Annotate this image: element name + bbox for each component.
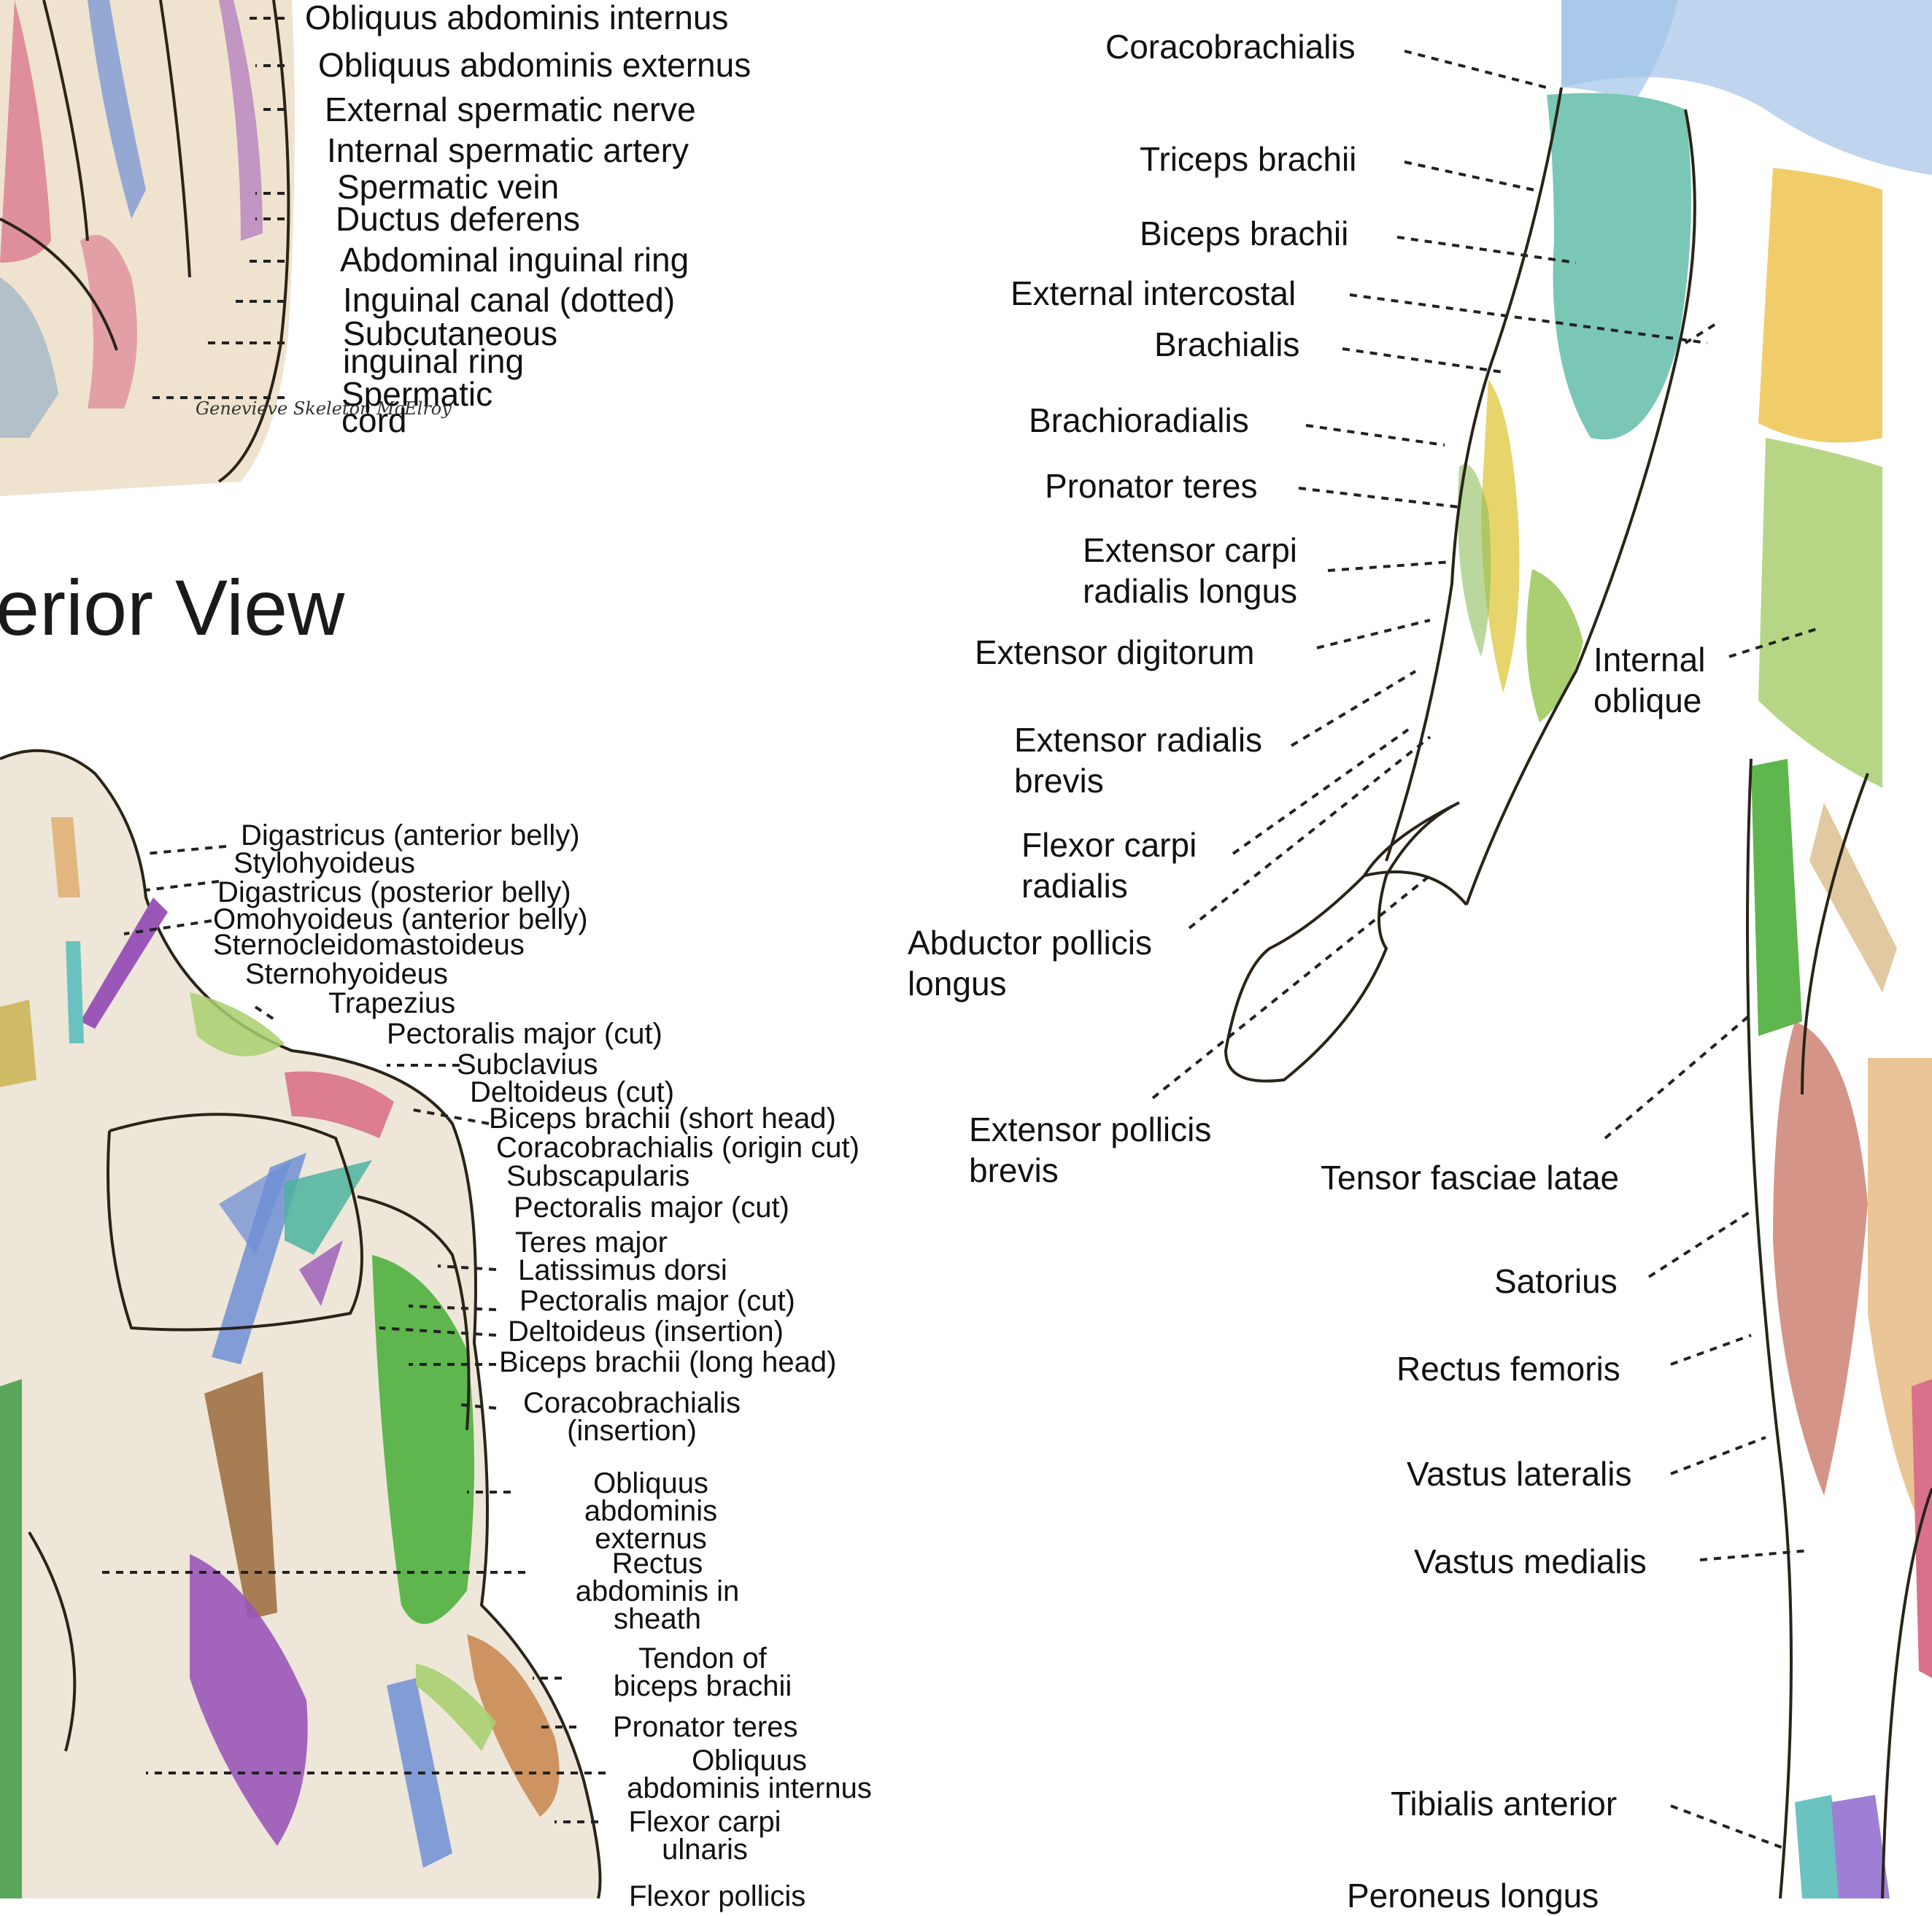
signature: Genevieve Skeleton McElroy: [196, 398, 452, 419]
label-coracobrachialis-insertion: Coracobrachialis (insertion): [523, 1387, 741, 1447]
label-pronator-teres-left: Pronator teres: [613, 1711, 798, 1743]
label-trapezius: Trapezius: [328, 987, 456, 1019]
label-extensor-radialis-brevis: Extensor radialis brevis: [1014, 721, 1263, 800]
label-rectus-abdominis: Rectus abdominis in sheath: [575, 1548, 740, 1635]
label-omohyoideus: Omohyoideus (anterior belly): [213, 903, 588, 935]
label-abductor-pollicis-longus: Abductor pollicis longus: [908, 924, 1152, 1003]
label-flexor-carpi-radialis: Flexor carpi radialis: [1021, 826, 1197, 905]
label-tensor-fasciae-latae: Tensor fasciae latae: [1321, 1159, 1620, 1197]
label-biceps-brachii: Biceps brachii: [1140, 215, 1349, 252]
label-latissimus-dorsi: Latissimus dorsi: [518, 1254, 727, 1286]
label-obliquus-internus-2: Obliquus abdominis internus: [627, 1745, 872, 1804]
label-spermatic-vein: Spermatic vein: [337, 168, 560, 206]
label-pectoralis-major-cut-2: Pectoralis major (cut): [514, 1191, 789, 1224]
label-inguinal-canal: Inguinal canal (dotted): [343, 281, 676, 319]
label-digastricus-anterior: Digastricus (anterior belly): [241, 819, 580, 851]
label-coracobrachialis: Coracobrachialis: [1105, 28, 1356, 66]
label-coracobrachialis-origin: Coracobrachialis (origin cut): [496, 1132, 859, 1164]
label-tibialis-anterior: Tibialis anterior: [1391, 1785, 1618, 1823]
page-title: erior View: [0, 563, 345, 652]
label-ductus-deferens: Ductus deferens: [336, 200, 580, 238]
groin-illustration: [0, 0, 295, 496]
label-deltoideus-insertion: Deltoideus (insertion): [508, 1316, 784, 1348]
label-subscapularis: Subscapularis: [506, 1160, 690, 1192]
label-extensor-pollicis-brevis: Extensor pollicis brevis: [969, 1110, 1212, 1189]
label-tendon-biceps: Tendon of biceps brachii: [613, 1642, 792, 1702]
label-subcutaneous-inguinal-ring: Subcutaneous inguinal ring: [343, 314, 558, 380]
label-spermatic-cord: Spermatic cord: [341, 375, 493, 439]
right-figure-illustration: [1224, 0, 1932, 1898]
label-abdominal-inguinal-ring: Abdominal inguinal ring: [340, 241, 689, 279]
label-internal-oblique: Internal oblique: [1593, 641, 1706, 719]
label-biceps-long-head: Biceps brachii (long head): [499, 1346, 837, 1378]
label-internal-spermatic-artery: Internal spermatic artery: [327, 131, 689, 169]
label-brachioradialis: Brachioradialis: [1029, 401, 1249, 439]
label-flexor-pollicis: Flexor pollicis: [629, 1880, 806, 1912]
label-rectus-femoris: Rectus femoris: [1396, 1350, 1620, 1388]
label-external-intercostal: External intercostal: [1011, 274, 1297, 312]
label-flexor-carpi-ulnaris: Flexor carpi ulnaris: [628, 1806, 781, 1866]
label-obliquus-internus: Obliquus abdominis internus: [305, 0, 729, 36]
label-sternohyoideus: Sternohyoideus: [245, 958, 448, 990]
label-triceps-brachii: Triceps brachii: [1140, 140, 1357, 178]
label-vastus-lateralis: Vastus lateralis: [1407, 1455, 1632, 1493]
label-brachialis: Brachialis: [1154, 325, 1300, 363]
label-sternocleidomastoideus: Sternocleidomastoideus: [213, 929, 525, 961]
label-digastricus-posterior: Digastricus (posterior belly): [217, 876, 571, 908]
label-subclavius: Subclavius: [457, 1048, 598, 1081]
label-peroneus-longus: Peroneus longus: [1347, 1877, 1599, 1915]
label-pectoralis-major-cut-3: Pectoralis major (cut): [519, 1285, 795, 1317]
label-teres-major: Teres major: [515, 1227, 668, 1259]
label-extensor-digitorum: Extensor digitorum: [975, 633, 1255, 671]
label-pectoralis-major-cut-1: Pectoralis major (cut): [387, 1018, 662, 1050]
label-obliquus-externus-2: Obliquus abdominis externus: [584, 1467, 718, 1555]
label-extensor-carpi-radialis-longus: Extensor carpi radialis longus: [1083, 531, 1298, 610]
label-pronator-teres: Pronator teres: [1045, 467, 1258, 505]
label-deltoideus-cut: Deltoideus (cut): [470, 1076, 675, 1108]
label-obliquus-externus: Obliquus abdominis externus: [318, 46, 751, 84]
label-biceps-short-head: Biceps brachii (short head): [489, 1102, 836, 1135]
label-stylohyoideus: Stylohyoideus: [233, 847, 416, 879]
label-satorius: Satorius: [1494, 1262, 1618, 1300]
anterior-torso-illustration: [0, 749, 602, 1898]
leader-lines: [102, 17, 1817, 1851]
label-vastus-medialis: Vastus medialis: [1414, 1542, 1647, 1580]
label-external-spermatic-nerve: External spermatic nerve: [325, 90, 696, 128]
